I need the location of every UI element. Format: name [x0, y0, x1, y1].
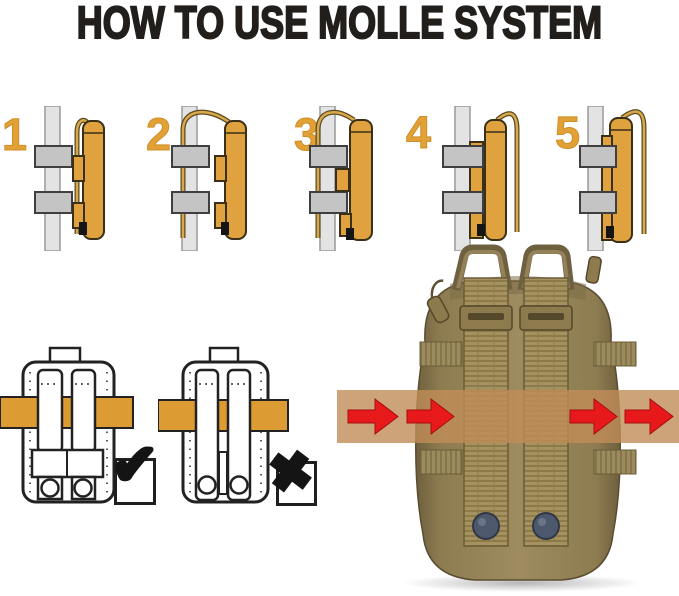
arrow-right-icon: [347, 397, 399, 436]
cross-icon: ✖: [264, 440, 318, 506]
belt-arrows: [347, 397, 674, 436]
step-5-illustration: [579, 106, 647, 251]
arrow-right-icon: [569, 397, 618, 436]
snap-button: [472, 512, 500, 540]
step-4-number: 4: [405, 107, 432, 158]
snap-button: [532, 512, 560, 540]
step-1-illustration: [34, 106, 105, 251]
correct-usage-diagram: [0, 346, 134, 504]
page-title: HOW TO USE MOLLE SYSTEM: [76, 0, 603, 48]
correct-checkbox: [114, 458, 156, 505]
zipper-pull-icon: [426, 279, 450, 324]
step-4-illustration: [442, 106, 520, 251]
step-5-number: 5: [554, 107, 581, 158]
d-ring-icon: [451, 244, 513, 292]
step-2-illustration: [171, 106, 247, 251]
arrow-right-icon: [624, 397, 674, 436]
belt-path-band: [337, 390, 679, 443]
step-3-illustration: [309, 106, 373, 251]
d-ring-icon: [517, 244, 575, 291]
top-tab: [585, 255, 602, 284]
incorrect-usage-diagram: [158, 346, 289, 504]
incorrect-checkbox: [276, 461, 317, 506]
check-icon: ✔: [110, 433, 159, 496]
step-1-number: 1: [1, 109, 28, 160]
arrow-right-icon: [406, 397, 455, 436]
step-2-number: 2: [145, 109, 172, 160]
